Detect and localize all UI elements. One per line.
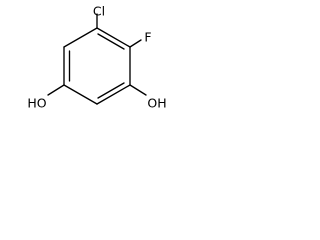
hydroxyl-left-label: HO	[27, 96, 46, 111]
bond-to-hydroxyl-right	[129, 84, 147, 96]
chemical-structure: Cl F HO OH	[27, 4, 166, 111]
ring-bond-bottom-right	[96, 84, 131, 105]
double-bond-inner-top-right	[97, 33, 125, 50]
fluorine-label: F	[144, 30, 151, 45]
ring-bond-top-left	[63, 27, 98, 48]
double-bond-inner-bottom-right	[97, 82, 125, 99]
ring-bond-top-right	[96, 27, 131, 48]
chlorine-label: Cl	[93, 4, 105, 19]
hydroxyl-right-label: OH	[147, 96, 166, 111]
bond-to-fluorine	[129, 39, 142, 48]
bond-to-hydroxyl-left	[47, 84, 65, 96]
ring-bond-bottom-left	[63, 84, 98, 105]
